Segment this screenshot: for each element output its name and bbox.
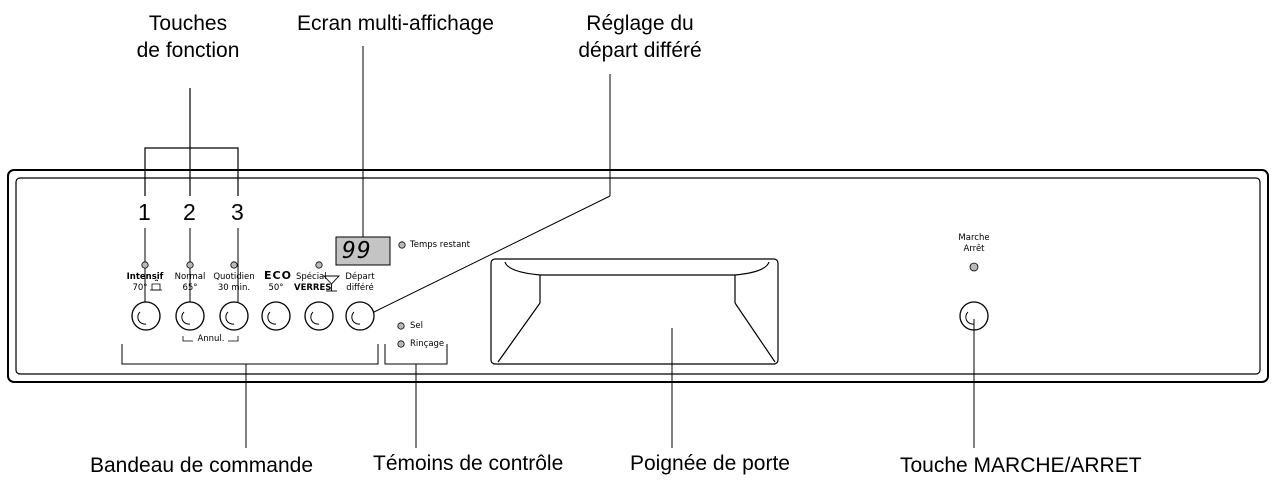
program-intensif-name: Intensif <box>126 272 164 282</box>
callout-indicators: Témoins de contrôle <box>373 452 564 475</box>
callout-function-keys-line2: de fonction <box>136 39 240 62</box>
callout-delay: Réglage du départ différé <box>560 10 720 64</box>
callout-display: Ecran multi-affichage <box>297 12 494 35</box>
program-buttons <box>131 301 375 331</box>
temps-restant-led <box>398 241 406 249</box>
rincage-led <box>397 340 405 348</box>
program-intensif-label: Intensif <box>126 272 164 283</box>
callout-function-keys: Touches de fonction <box>118 10 258 64</box>
callout-delay-line2: départ différé <box>578 39 702 62</box>
program-quotidien-label: Quotidien 30 min. <box>210 272 258 294</box>
program-button-arcs <box>137 311 361 325</box>
program-depart-name: Départ <box>345 272 375 282</box>
panel-outer-frame <box>7 169 1269 383</box>
program-intensif-temp: 70° <box>132 283 148 293</box>
callout-control-panel: Bandeau de commande <box>90 454 313 477</box>
program-normal-name: Normal <box>174 272 206 282</box>
program-verres-label: VERRES <box>294 283 332 293</box>
program-eco-temp: 50° <box>268 283 284 293</box>
program-normal-temp: 65° <box>182 283 198 293</box>
callout-handle: Poignée de porte <box>630 452 790 475</box>
power-label-marche: Marche <box>958 233 990 243</box>
callout-function-keys-line1: Touches <box>148 12 228 35</box>
delay-leader-diagonal <box>369 195 611 315</box>
program-depart-label: Départ différé <box>342 272 378 294</box>
indicators-bracket <box>384 344 448 448</box>
power-label: Marche Arrêt <box>950 233 998 255</box>
key-number-2: 2 <box>183 199 196 225</box>
program-special-name: Spécial <box>296 272 327 282</box>
glass-icon <box>322 275 341 292</box>
callout-delay-line1: Réglage du <box>586 12 694 35</box>
display-digits: 99 <box>342 238 372 264</box>
program-quotidien-name: Quotidien <box>213 272 255 282</box>
annul-label: Annul. <box>197 334 225 344</box>
program-normal-label: Normal 65° <box>172 272 208 294</box>
key-number-3: 3 <box>231 199 244 225</box>
callout-power-button: Touche MARCHE/ARRET <box>900 454 1142 477</box>
annul-bracket <box>182 336 239 342</box>
sel-led <box>397 322 405 330</box>
power-label-arret: Arrêt <box>963 244 985 254</box>
program-quotidien-time: 30 min. <box>217 283 251 293</box>
program-eco-name: ECO <box>264 269 292 282</box>
display-screen <box>335 236 391 266</box>
door-handle <box>490 258 779 365</box>
panel-inner-frame <box>15 177 1261 375</box>
program-depart-sub: différé <box>346 283 374 293</box>
temps-restant-label: Temps restant <box>410 240 471 250</box>
control-panel-bracket <box>121 344 379 448</box>
key-leader-lines <box>144 228 239 314</box>
program-leds <box>141 261 323 269</box>
sel-label: Sel <box>410 321 423 331</box>
function-keys-bracket <box>144 88 239 196</box>
pan-icon <box>150 279 162 291</box>
rincage-label: Rinçage <box>410 339 445 349</box>
key-number-1: 1 <box>138 199 151 225</box>
power-led <box>969 262 979 272</box>
power-button-arc <box>965 311 975 325</box>
